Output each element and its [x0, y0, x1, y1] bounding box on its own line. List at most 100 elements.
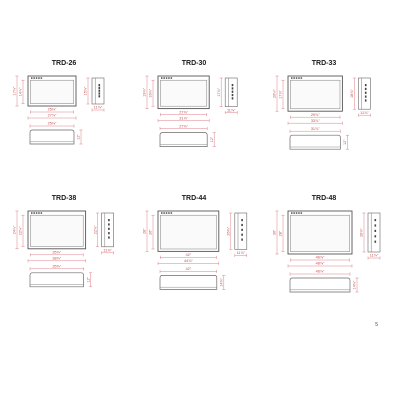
dim-side-height: 26⅝" [227, 212, 233, 250]
dim-front-width-label: 35⅞" [52, 251, 61, 255]
side-bracket-mark [231, 93, 234, 97]
front-screen [290, 214, 350, 252]
dim-overall-height-label: 24⅞" [13, 225, 17, 234]
dim-top-width: 42" [159, 267, 218, 273]
dim-side-height-label: 17⅝" [217, 87, 221, 96]
dim-side-height: 22⅝" [93, 212, 100, 248]
dim-overall-height-label: 28" [143, 228, 147, 234]
front-vent-mark [38, 212, 40, 214]
dim-top-depth: 12" [343, 134, 349, 150]
dim-side-depth: 11⅞" [234, 251, 248, 257]
dim-front-width: 27⅞" [160, 110, 208, 117]
side-body [234, 212, 248, 250]
dim-overall-width: 31⅞" [157, 116, 210, 123]
top-view [159, 275, 218, 290]
dim-overall-width-label: 48⅞" [316, 262, 325, 266]
front-vent-mark [31, 212, 33, 214]
dim-top-width: 25⅛" [29, 122, 75, 128]
dim-top-depth-label: 14⅜" [220, 277, 224, 286]
dim-side-height-label: 22⅝" [93, 225, 97, 234]
side-view [101, 212, 114, 248]
front-screen [30, 214, 84, 247]
dim-side-depth: 11⅞" [367, 254, 381, 260]
front-vent-mark [161, 77, 163, 79]
front-vent-mark [163, 77, 165, 79]
side-bracket-mark [241, 233, 243, 236]
dim-top-depth-label: 12" [210, 136, 214, 142]
front-vent-mark [168, 77, 170, 79]
dim-top-depth: 14⅜" [353, 277, 359, 293]
model-title: TRD-33 [312, 60, 337, 67]
front-view [157, 75, 210, 110]
dim-overall-width: 48⅞" [287, 262, 353, 268]
dim-top-depth-label: 14⅜" [353, 280, 357, 289]
dim-overall-height: 20⅛" [273, 75, 279, 112]
front-vent-mark [165, 77, 168, 79]
top-view [289, 134, 341, 150]
dim-front-height: 16⅛" [149, 79, 155, 107]
dim-top-width-label: 31⅞" [311, 127, 320, 131]
dim-overall-height-label: 19⅛" [143, 87, 147, 96]
dim-overall-width-label: 33⅞" [311, 119, 320, 123]
side-bracket-mark [374, 235, 377, 238]
front-vent-mark [300, 212, 303, 214]
dim-side-height-label: 28⅝" [360, 227, 364, 236]
dim-overall-width-label: 38⅞" [52, 257, 61, 261]
side-bracket-mark [98, 92, 101, 95]
dim-front-width: 29⅞" [290, 113, 341, 119]
top-outline [29, 272, 84, 288]
front-vent-mark [298, 212, 300, 214]
side-bracket-mark [241, 238, 243, 241]
side-bracket-mark [231, 87, 234, 90]
dim-front-width: 46⅞" [290, 256, 350, 262]
front-vent-mark [161, 212, 163, 214]
dim-overall-width: 38⅞" [27, 257, 86, 263]
model-title: TRD-44 [182, 195, 207, 202]
dim-side-depth-label: 11⅞" [237, 251, 246, 255]
top-view [29, 272, 84, 288]
dim-front-height-label: 28" [279, 230, 283, 236]
model-title: TRD-48 [312, 195, 337, 202]
front-vent-mark [170, 212, 173, 214]
dim-side-height: 15⅝" [84, 77, 90, 105]
dim-top-depth-label: 12" [86, 276, 90, 282]
front-view [287, 75, 343, 112]
front-vent-mark [168, 212, 170, 214]
dim-overall-width: 27⅞" [27, 114, 77, 120]
dim-front-height: 14⅞" [19, 79, 25, 104]
dim-overall-width: 33⅞" [287, 119, 343, 125]
dim-side-depth-label: 11⅞" [94, 106, 103, 110]
front-vent-mark [170, 77, 173, 79]
side-bracket-mark [364, 91, 367, 94]
dim-side-height-label: 15⅝" [84, 86, 88, 95]
dim-overall-height: 24⅞" [13, 210, 19, 250]
top-view [159, 132, 208, 147]
side-bracket-mark [231, 97, 234, 100]
side-bracket-mark [374, 240, 377, 243]
side-view [358, 77, 371, 110]
dim-top-width-label: 27⅞" [179, 124, 188, 128]
side-bracket-mark [98, 84, 101, 87]
dim-overall-height: 30" [273, 210, 279, 255]
page-number: 5 [375, 322, 378, 328]
dim-top-width-label: 25⅛" [48, 122, 57, 126]
dim-top-depth: 14⅜" [220, 275, 226, 290]
dim-side-height: 28⅝" [360, 212, 366, 253]
dim-overall-height-label: 17⅛" [13, 86, 17, 95]
front-vent-mark [298, 77, 300, 79]
dim-overall-height-label: 30" [273, 229, 277, 235]
front-vent-mark [31, 77, 33, 79]
dim-front-height-label: 16⅛" [149, 88, 153, 97]
dim-front-width: 35⅞" [30, 251, 84, 257]
dim-overall-height: 28" [143, 210, 149, 252]
top-view [289, 277, 351, 293]
top-outline [29, 129, 75, 145]
dim-front-height: 17⅝" [279, 79, 285, 110]
side-bracket-mark [108, 223, 110, 226]
dim-overall-width-label: 31⅞" [179, 116, 188, 120]
side-bracket-mark [374, 224, 377, 227]
side-bracket-mark [98, 86, 101, 89]
dim-top-width: 31⅞" [289, 127, 341, 133]
